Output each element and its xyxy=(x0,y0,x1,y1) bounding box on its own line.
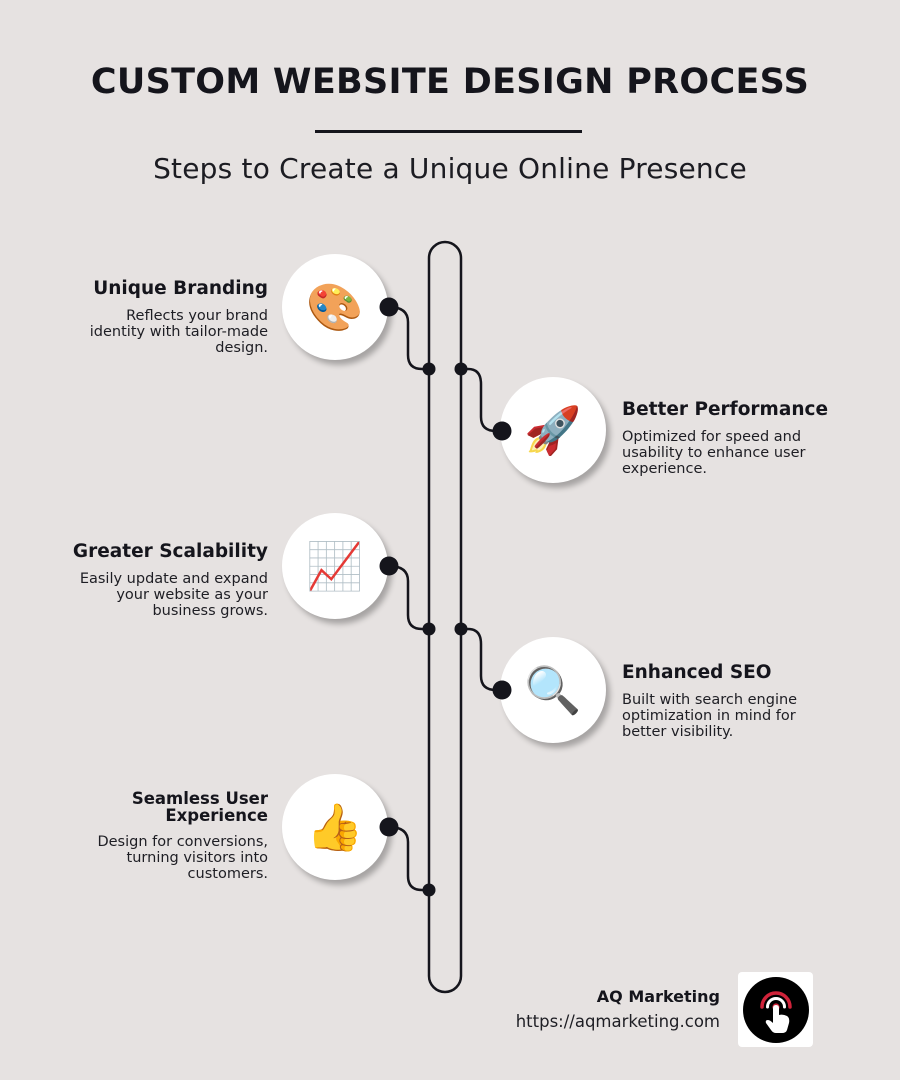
step-4-text: Enhanced SEO Built with search engine op… xyxy=(622,662,862,740)
desc-line: identity with tailor-made xyxy=(89,324,268,340)
title-line: Experience xyxy=(165,806,268,825)
desc-line: better visibility. xyxy=(622,724,734,740)
step-3-description: Easily update and expand your website as… xyxy=(38,571,268,619)
artist-palette-icon: 🎨 xyxy=(306,280,364,334)
desc-line: design. xyxy=(215,340,268,356)
connector-3 xyxy=(387,564,431,631)
step-3-circle: 📈 xyxy=(282,513,388,619)
step-5-circle: 👍 xyxy=(282,774,388,880)
step-5-description: Design for conversions, turning visitors… xyxy=(38,834,268,882)
desc-line: your website as your xyxy=(116,587,268,603)
step-4-title: Enhanced SEO xyxy=(622,662,772,683)
rocket-icon: 🚀 xyxy=(524,403,582,457)
connector-5 xyxy=(387,825,431,892)
magnifying-glass-icon: 🔍 xyxy=(524,663,582,717)
step-1-title: Unique Branding xyxy=(93,278,268,299)
step-2-text: Better Performance Optimized for speed a… xyxy=(622,399,862,477)
thumbs-up-icon: 👍 xyxy=(306,800,364,854)
step-4-description: Built with search engine optimization in… xyxy=(622,692,862,740)
step-1-circle: 🎨 xyxy=(282,254,388,360)
title-divider xyxy=(315,130,582,133)
step-2-description: Optimized for speed and usability to enh… xyxy=(622,429,862,477)
step-1-description: Reflects your brand identity with tailor… xyxy=(38,308,268,356)
page-title: CUSTOM WEBSITE DESIGN PROCESS xyxy=(90,62,810,102)
step-3-text: Greater Scalability Easily update and ex… xyxy=(38,541,268,619)
desc-line: customers. xyxy=(187,866,268,882)
desc-line: business grows. xyxy=(152,603,268,619)
desc-line: turning visitors into xyxy=(126,850,268,866)
chart-increasing-icon: 📈 xyxy=(306,539,364,593)
tap-pointer-icon xyxy=(742,976,809,1043)
brand-logo xyxy=(738,972,813,1047)
junction-dot xyxy=(422,622,436,636)
connector-4 xyxy=(459,627,504,692)
step-2-title: Better Performance xyxy=(622,399,829,420)
desc-line: optimization in mind for xyxy=(622,708,796,724)
title-line: Seamless User xyxy=(131,789,268,808)
desc-line: Built with search engine xyxy=(622,692,798,708)
step-4-circle: 🔍 xyxy=(500,637,606,743)
page-subtitle: Steps to Create a Unique Online Presence xyxy=(153,152,747,185)
connector-1 xyxy=(387,305,431,371)
desc-line: Design for conversions, xyxy=(97,834,268,850)
junction-dot xyxy=(422,883,436,897)
timeline-loop xyxy=(427,240,463,994)
desc-line: Easily update and expand xyxy=(79,571,268,587)
step-3-title: Greater Scalability xyxy=(72,541,268,562)
desc-line: experience. xyxy=(622,461,707,477)
connector-2 xyxy=(459,367,504,433)
step-2-circle: 🚀 xyxy=(500,377,606,483)
desc-line: Reflects your brand xyxy=(126,308,268,324)
brand-url-link[interactable]: https://aqmarketing.com xyxy=(515,1012,720,1031)
junction-dot xyxy=(454,622,468,636)
junction-dot xyxy=(454,362,468,376)
junction-dot xyxy=(422,362,436,376)
desc-line: usability to enhance user xyxy=(622,445,806,461)
step-1-text: Unique Branding Reflects your brand iden… xyxy=(38,278,268,356)
step-5-title: Seamless User Experience xyxy=(38,790,268,824)
desc-line: Optimized for speed and xyxy=(622,429,802,445)
step-5-text: Seamless User Experience Design for conv… xyxy=(38,790,268,882)
brand-name: AQ Marketing xyxy=(596,987,720,1006)
